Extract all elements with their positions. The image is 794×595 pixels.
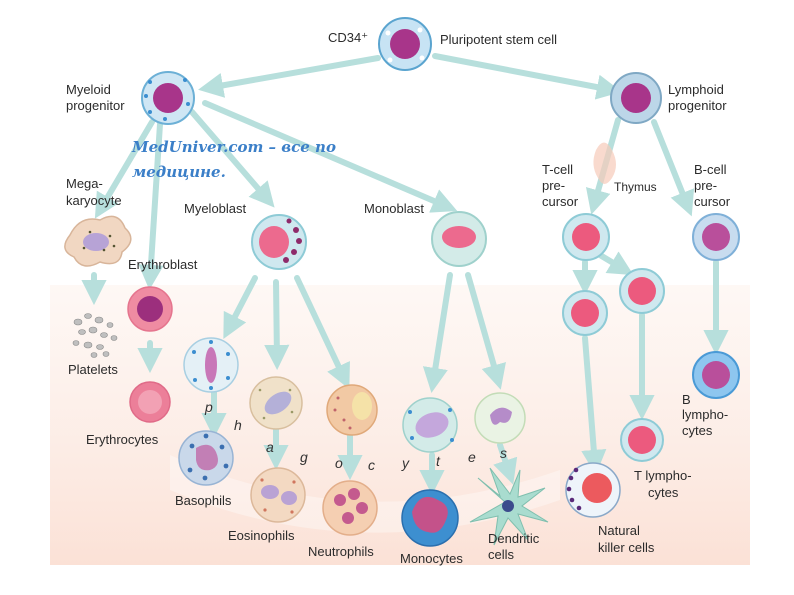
natural-killer-cell: [565, 462, 621, 518]
myeloid-progenitor-cell: [141, 71, 195, 125]
phagocytes-letter: a: [266, 439, 274, 455]
tcell-precursor-cell: [562, 213, 610, 261]
thymus-label: Thymus: [614, 180, 657, 194]
stem-cell-label: Pluripotent stem cell: [440, 32, 557, 47]
monocyte-cell: [401, 489, 459, 547]
tcell-pre-label-3: cursor: [542, 194, 579, 209]
platelets-cluster: [72, 313, 118, 358]
thymus-shape: [593, 142, 616, 184]
erythrocytes-label: Erythrocytes: [86, 432, 159, 447]
megakaryocyte-label-1: Mega-: [66, 176, 103, 191]
neutrophil-cell: [322, 480, 378, 536]
bcell-precursor-cell: [692, 213, 740, 261]
b-lympho-label-2: lympho-: [682, 407, 728, 422]
monocyte-precursor-cell: [402, 397, 458, 453]
monoblast-label: Monoblast: [364, 201, 424, 216]
erythroblast-label: Erythroblast: [128, 257, 198, 272]
myeloid-label-2: progenitor: [66, 98, 125, 113]
myeloblast-cell: [251, 214, 307, 270]
pluripotent-stem-cell: [378, 17, 432, 71]
neutrophil-precursor-cell: [326, 384, 378, 436]
t-lympho-label-2: cytes: [648, 485, 679, 500]
erythroblast-cell: [127, 286, 173, 332]
dendritic-label-2: cells: [488, 547, 515, 562]
neutrophils-label: Neutrophils: [308, 544, 374, 559]
b-lymphocyte-cell: [692, 351, 740, 399]
phagocytes-letter: g: [300, 449, 308, 465]
basophils-label: Basophils: [175, 493, 232, 508]
tcell-intermediate-left: [562, 290, 608, 336]
bcell-pre-label-2: pre-: [694, 178, 717, 193]
b-lympho-label-1: B: [682, 392, 691, 407]
phagocytes-letter: h: [234, 417, 242, 433]
phagocytes-arc: p h a g o c y t e s: [204, 399, 507, 473]
phagocytes-letter: c: [368, 457, 375, 473]
monocytes-label: Monocytes: [400, 551, 463, 566]
t-lymphocyte-cell: [620, 418, 664, 462]
b-lympho-label-3: cytes: [682, 423, 713, 438]
nk-label-2: killer cells: [598, 540, 655, 555]
eosinophil-cell: [250, 467, 306, 523]
phagocytes-letter: e: [468, 449, 476, 465]
phagocytes-letter: o: [335, 455, 343, 471]
phagocytes-letter: p: [204, 399, 213, 415]
monoblast-cell: [431, 211, 487, 267]
cd34-label: CD34⁺: [328, 30, 368, 45]
phagocytes-letter: y: [401, 455, 410, 471]
labels: CD34⁺ Pluripotent stem cell Myeloid prog…: [66, 30, 731, 566]
dendritic-cell: [469, 467, 549, 546]
basophil-cell: [178, 430, 234, 486]
eosinophils-label: Eosinophils: [228, 528, 295, 543]
dendritic-precursor-cell: [474, 392, 526, 444]
lymphoid-progenitor-cell: [610, 72, 662, 124]
megakaryocyte-cell: [64, 215, 132, 267]
phagocytes-letter: t: [436, 453, 441, 469]
lymphoid-label-1: Lymphoid: [668, 82, 724, 97]
megakaryocyte-label-2: karyocyte: [66, 193, 122, 208]
tcell-intermediate-right: [619, 268, 665, 314]
t-lympho-label-1: T lympho-: [634, 468, 692, 483]
platelets-label: Platelets: [68, 362, 118, 377]
eosinophil-precursor-cell: [249, 376, 303, 430]
basophil-precursor-cell: [183, 337, 239, 393]
tcell-pre-label-1: T-cell: [542, 162, 573, 177]
lymphoid-label-2: progenitor: [668, 98, 727, 113]
erythrocyte-cell: [129, 381, 171, 423]
watermark-line-2: медицине.: [132, 163, 226, 181]
dendritic-label-1: Dendritic: [488, 531, 540, 546]
tcell-pre-label-2: pre-: [542, 178, 565, 193]
bcell-pre-label-3: cursor: [694, 194, 731, 209]
myeloid-label-1: Myeloid: [66, 82, 111, 97]
nk-label-1: Natural: [598, 523, 640, 538]
myeloblast-label: Myeloblast: [184, 201, 247, 216]
phagocytes-letter: s: [500, 445, 507, 461]
watermark-line-1: MedUniver.com – все по: [131, 138, 336, 156]
bcell-pre-label-1: B-cell: [694, 162, 727, 177]
